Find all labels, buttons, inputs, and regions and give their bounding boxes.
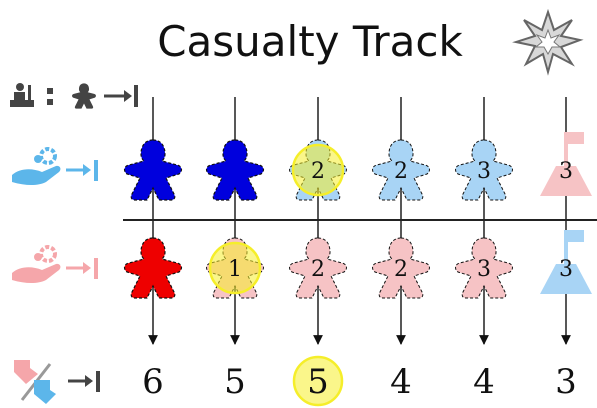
red-casualty-row: 1 2 2 3 3 [123,230,592,299]
piece-label: 3 [477,159,491,184]
piece-label: 2 [311,257,325,282]
arrow-to-bar-icon [104,85,138,107]
red-piece-4: 2 [372,237,430,299]
piece-label: 1 [228,257,242,282]
value-label: 4 [473,362,495,402]
hand-gear-icon [12,147,61,185]
piece-label: 2 [394,257,408,282]
casualty-value-3: 5 [292,355,344,407]
piece-label: 2 [311,159,325,184]
header-icons [10,83,138,109]
explosion-icon [512,8,584,76]
blue-row-icons [12,147,98,185]
value-label: 5 [224,362,246,402]
hand-point-down-red-icon [14,360,38,384]
blue-piece-4: 2 [372,139,430,201]
highlight-ring [291,143,345,197]
value-label: 5 [307,362,329,402]
blue-casualty-row: 2 2 3 3 [123,132,592,201]
red-piece-3: 2 [289,237,347,299]
flag-icon [540,132,592,196]
piece-label: 3 [559,159,573,184]
flag-icon [540,230,592,294]
casualty-value-4: 4 [390,362,412,402]
casualty-value-2: 5 [224,362,246,402]
highlight-ring [208,241,262,295]
bottom-row-icons [14,360,100,404]
arrow-to-bar-icon [66,160,98,181]
track-title: Casualty Track [157,17,463,66]
piece-label: 3 [559,257,573,282]
bottom-values-row: 6 5 5 4 4 3 [142,355,577,407]
casualty-value-1: 6 [142,362,164,402]
red-row-icons [12,245,98,283]
hand-gear-icon [12,245,61,283]
meeple-icon [72,83,96,109]
casualty-value-5: 4 [473,362,495,402]
blue-piece-6: 3 [540,132,592,196]
piece-label: 2 [394,159,408,184]
soldier-at-rest-icon [10,83,34,107]
hand-point-down-blue-icon [34,380,56,404]
arrow-to-bar-icon [66,258,98,279]
red-piece-6: 3 [540,230,592,294]
blue-piece-5: 3 [455,139,513,201]
red-piece-5: 3 [455,237,513,299]
value-label: 3 [555,362,577,402]
red-piece-2: 1 [206,237,264,299]
piece-label: 3 [477,257,491,282]
value-label: 6 [142,362,164,402]
casualty-value-6: 3 [555,362,577,402]
blue-piece-3: 2 [289,139,347,201]
arrow-to-bar-icon [68,371,100,392]
value-label: 4 [390,362,412,402]
colon-icon [47,88,53,105]
highlight-ring [292,355,344,407]
